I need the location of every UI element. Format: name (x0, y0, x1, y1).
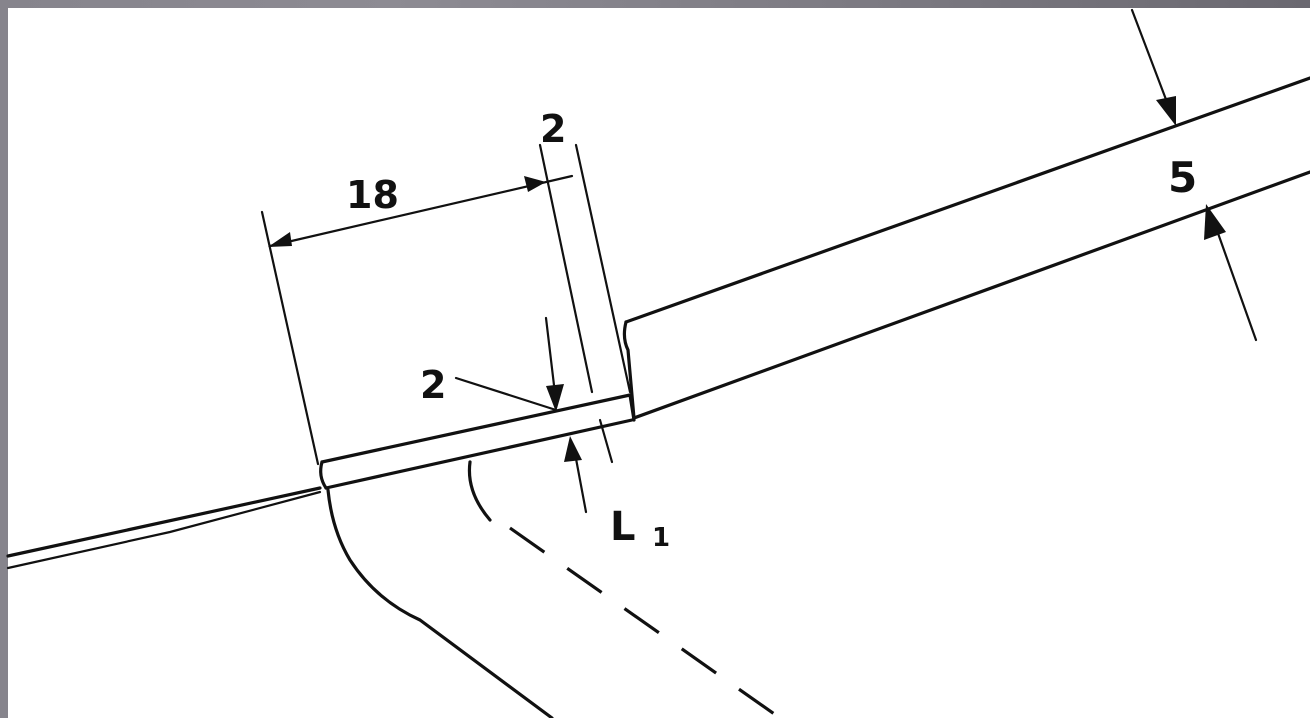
dim-18-extension-left (260, 210, 320, 466)
dim-2-step-leader (454, 376, 558, 412)
dim-2-extension-right (574, 143, 632, 394)
reduced-section-top (320, 393, 632, 464)
thick-plate-top (624, 76, 1310, 324)
drawing-sheet (8, 8, 1310, 718)
dim-5-arrow-down (1156, 96, 1176, 126)
dim-2-step-label: 2 (420, 363, 446, 407)
dim-5-arrow-up-line (1212, 220, 1258, 342)
dim-18-line (268, 174, 574, 248)
thin-plate-outline (6, 486, 322, 558)
dim-L1-extension (598, 418, 614, 464)
dim-5-arrow-down-line (1130, 8, 1172, 112)
dim-18-arrow-right (524, 176, 546, 192)
dim-2-step-arrow-down (546, 384, 564, 412)
dim-2-extension-left (538, 143, 594, 394)
reduced-section-bottom (324, 418, 634, 490)
thick-plate-bottom (632, 170, 1310, 420)
dim-18-label: 18 (346, 173, 399, 217)
thick-plate-left-step (622, 320, 636, 420)
reduced-section-left-end (319, 460, 328, 490)
dim-5-arrow-up (1204, 204, 1226, 240)
dim-2-top-label: 2 (540, 107, 566, 151)
dim-5-label: 5 (1168, 153, 1197, 202)
dim-L1-label: L (610, 504, 636, 550)
inner-hidden-line (509, 526, 781, 718)
body-curve (326, 488, 554, 718)
thin-plate-inner-line (6, 490, 322, 570)
inner-curve-start (467, 460, 492, 522)
dim-2-step-arrow-up (564, 436, 582, 462)
dim-L1-subscript: 1 (652, 523, 670, 553)
dim-18-arrow-left (268, 232, 292, 247)
